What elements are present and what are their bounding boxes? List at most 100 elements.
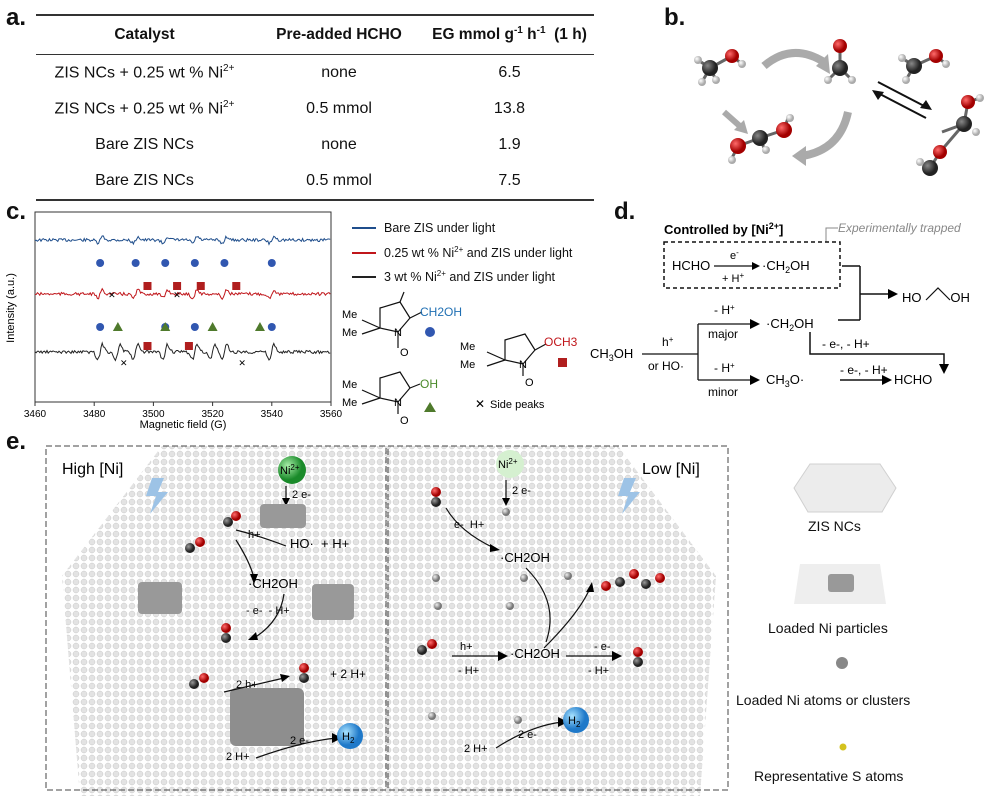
cell-eg: 7.5 [425,163,594,201]
high-ni-label: High [Ni] [62,461,123,478]
table-row: Bare ZIS NCs none 1.9 [36,127,594,163]
zis-legend-icon [793,463,897,513]
me-label: Me [460,341,475,353]
minus-h-low-label: - H+ [458,665,479,677]
spectrum-line [34,287,331,301]
circle-marker-icon [267,259,276,267]
methanol-molecule [898,49,950,84]
triangle-marker-icon [112,322,123,331]
two-e-label: 2 e- [292,489,311,501]
minus-h-label: - H+ [714,303,735,317]
x-tick-label: 3500 [142,409,165,420]
ni-atom-legend-icon [836,657,848,669]
ethylene-glycol-label: HO OH [902,290,970,305]
n-label: N [519,359,527,371]
circle-marker-icon [161,259,170,267]
n-label: N [394,397,402,409]
ch2oh-label: ·CH2OH [766,316,814,333]
plus-h-label: + H+ [722,271,744,285]
table-row: Bare ZIS NCs 0.5 mmol 7.5 [36,163,594,201]
circle-marker-icon [96,259,105,267]
trapped-label: Experimentally trapped [838,221,961,235]
n-label: N [394,327,402,339]
x-axis-label: Magnetic field (G) [140,419,227,431]
major-label: major [708,327,738,341]
two-h-label: 2 H+ [464,743,488,755]
cell-catalyst: ZIS NCs + 0.25 wt % Ni2+ [54,63,235,82]
minus-h-label: - H+ [714,361,735,375]
zis-surface [62,446,716,796]
circle-marker-icon [190,259,199,267]
spectra-markers: ✕✕✕✕ [96,259,276,368]
legend-s-atoms: Representative S atoms [754,768,904,784]
minus-h2-label: - H+ [588,665,609,677]
cross-marker-icon: ✕ [108,290,116,300]
cell-eg: 13.8 [493,100,526,117]
triangle-marker-icon [424,402,436,412]
formaldehyde-molecule [824,39,856,84]
circle-marker-icon [267,323,276,331]
x-tick-label: 3520 [201,409,224,420]
cross-marker-icon: ✕ [120,358,128,368]
triangle-marker-icon [160,322,171,331]
circle-marker-icon [425,327,435,337]
h-plus-low-label: h+ [460,641,473,653]
curved-arrow [761,48,827,70]
two-e-label: 2 e- [512,485,531,497]
h-plus-label: h+ [662,335,674,349]
formaldehyde-molecule [633,647,643,667]
cross-marker-icon: ✕ [238,358,246,368]
ni-particles-legend-icon [794,564,886,604]
ho-h-label: HO· + H+ [290,536,349,551]
me-label: Me [342,327,357,339]
side-peaks-label: Side peaks [490,399,545,411]
spectrum-line [34,235,331,246]
cell-catalyst: Bare ZIS NCs [95,136,194,153]
me-label: Me [342,397,357,409]
plot-frame [34,211,332,403]
e-h-low-label: e- H+ [454,519,484,531]
controlled-box [663,241,841,289]
h2-icon [337,723,363,749]
ch2oh-label: ·CH2OH [248,576,298,591]
formaldehyde-molecule [431,487,441,507]
me-label: Me [342,309,357,321]
molecule-cycle-diagram [694,39,984,176]
ni-particle-icon [138,582,182,614]
methanol-molecule [189,673,209,689]
epr-spectra-chart: Intensity (a.u.) Magnetic field (G) 3460… [5,211,343,431]
spectra-traces [34,235,331,362]
oh-label: OH [420,377,438,391]
panel-a-label: a. [6,4,27,31]
hcho-end-label: HCHO [894,372,932,387]
square-marker-icon [196,282,205,290]
cell-catalyst: ZIS NCs + 0.25 wt % Ni2+ [54,99,235,118]
square-marker-icon [143,342,152,350]
minor-label: minor [708,385,738,399]
minus-e-label: - e- [594,641,611,653]
o-label: O [400,415,409,427]
or-ho-label: or HO· [648,359,684,373]
cell-hcho: 0.5 mmol [306,100,372,117]
curved-arrow [801,111,852,160]
panel-c-label: c. [6,198,27,225]
ni-particle-icon [312,584,354,620]
cell-hcho: 0.5 mmol [253,163,425,201]
x-tick-label: 3480 [83,409,106,420]
table-header-row: Catalyst Pre-added HCHO EG mmol g-1 h-1 … [36,14,594,55]
legend-zis: ZIS NCs [808,518,861,534]
plus-2h-label: + 2 H+ [330,667,366,681]
y-axis-label: Intensity (a.u.) [5,273,17,343]
square-marker-icon [143,282,152,290]
col-catalyst: Catalyst [36,14,253,55]
spin-adduct-structures: Me Me N O CH2OH Me Me N O OH Me Me N O O… [342,291,578,427]
light-icon [146,478,168,514]
col-hcho: Pre-added HCHO [253,14,425,55]
o-label: O [400,347,409,359]
formaldehyde-molecule [221,623,231,643]
hemiacetal-molecule [916,94,984,176]
hcho-label: HCHO [672,258,710,273]
mechanism-scheme: Controlled by [Ni2+] Experimentally trap… [590,221,970,399]
light-icon [618,478,640,514]
